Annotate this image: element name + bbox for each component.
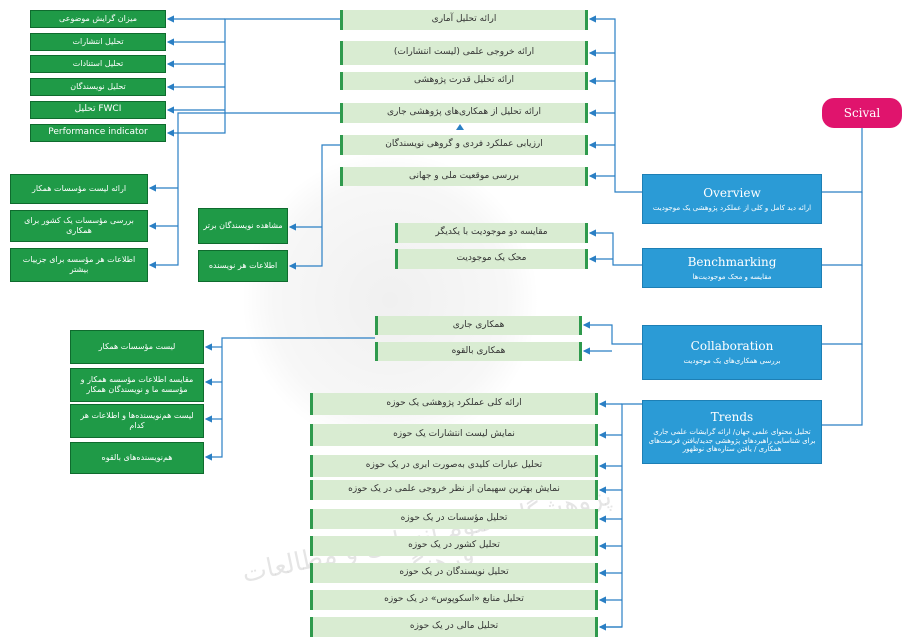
statistical-detail: FWCI تحلیل [30,101,166,119]
collab-overview-detail: اطلاعات هر مؤسسه برای جزییات بیشتر [10,248,148,282]
overview-item: ارائه تحلیل قدرت پژوهشی [340,72,588,90]
benchmarking-item: محک یک موجودیت [395,249,588,269]
statistical-detail: تحلیل استنادات [30,55,166,73]
overview-item: ارائه تحلیل از همکاری‌های پژوهشی جاری [340,103,588,123]
statistical-detail: Performance indicator [30,124,166,142]
trends-item: ارائه کلی عملکرد پژوهشی یک حوزه [310,393,598,415]
benchmarking-item: مقایسه دو موجودیت با یکدیگر [395,223,588,243]
root-node-scival: Scival [822,98,902,128]
trends-item: تحلیل نویسندگان در یک حوزه [310,563,598,583]
statistical-detail: تحلیل انتشارات [30,33,166,51]
overview-item: ارائه خروجی علمی (لیست انتشارات) [340,41,588,65]
trends-item: تحلیل کشور در یک حوزه [310,536,598,556]
branch-overview-subtitle: ارائه دید کامل و کلی از عملکرد پژوهشی یک… [652,203,812,212]
branch-overview-title: Overview [703,185,761,200]
trends-item: تحلیل منابع «اسکوپوس» در یک حوزه [310,590,598,610]
overview-item: ارزیابی عملکرد فردی و گروهی نویسندگان [340,135,588,155]
trends-item: نمایش لیست انتشارات یک حوزه [310,424,598,446]
branch-trends-subtitle: تحلیل محتوای علمی جهان/ ارائه گرایشات عل… [648,427,816,454]
branch-benchmarking-subtitle: مقایسه و محک موجودیت‌ها [692,272,772,281]
branch-overview: Overview ارائه دید کامل و کلی از عملکرد … [642,174,822,224]
collab-overview-detail: بررسی مؤسسات یک کشور برای همکاری [10,210,148,242]
collab-detail: لیست هم‌نویسنده‌ها و اطلاعات هر کدام [70,404,204,438]
trends-item: تحلیل عبارات کلیدی به‌صورت ابری در یک حو… [310,455,598,477]
collab-detail: مقایسه اطلاعات مؤسسه همکار و مؤسسه ما و … [70,368,204,402]
authors-detail: اطلاعات هر نویسنده [198,250,288,282]
overview-item: بررسی موقعیت ملی و جهانی [340,167,588,186]
statistical-detail: میزان گرایش موضوعی [30,10,166,28]
authors-detail: مشاهده نویسندگان برتر [198,208,288,244]
statistical-detail: تحلیل نویسندگان [30,78,166,96]
trends-item: نمایش بهترین سهیمان از نظر خروجی علمی در… [310,480,598,500]
collab-overview-detail: ارائه لیست مؤسسات همکار [10,174,148,204]
collab-detail: لیست مؤسسات همکار [70,330,204,364]
branch-trends: Trends تحلیل محتوای علمی جهان/ ارائه گرا… [642,400,822,464]
branch-benchmarking: Benchmarking مقایسه و محک موجودیت‌ها [642,248,822,288]
collab-detail: هم‌نویسنده‌های بالقوه [70,442,204,474]
overview-item: ارائه تحلیل آماری [340,10,588,30]
branch-collaboration-title: Collaboration [690,339,774,354]
collaboration-item: همکاری جاری [375,316,582,335]
branch-trends-title: Trends [710,409,754,424]
trends-item: تحلیل مالی در یک حوزه [310,617,598,637]
branch-collaboration: Collaboration بررسی همکاری‌های یک موجودی… [642,325,822,380]
branch-collaboration-subtitle: بررسی همکاری‌های یک موجودیت [683,357,781,366]
collaboration-item: همکاری بالقوه [375,342,582,361]
branch-benchmarking-title: Benchmarking [687,254,777,269]
trends-item: تحلیل مؤسسات در یک حوزه [310,509,598,529]
